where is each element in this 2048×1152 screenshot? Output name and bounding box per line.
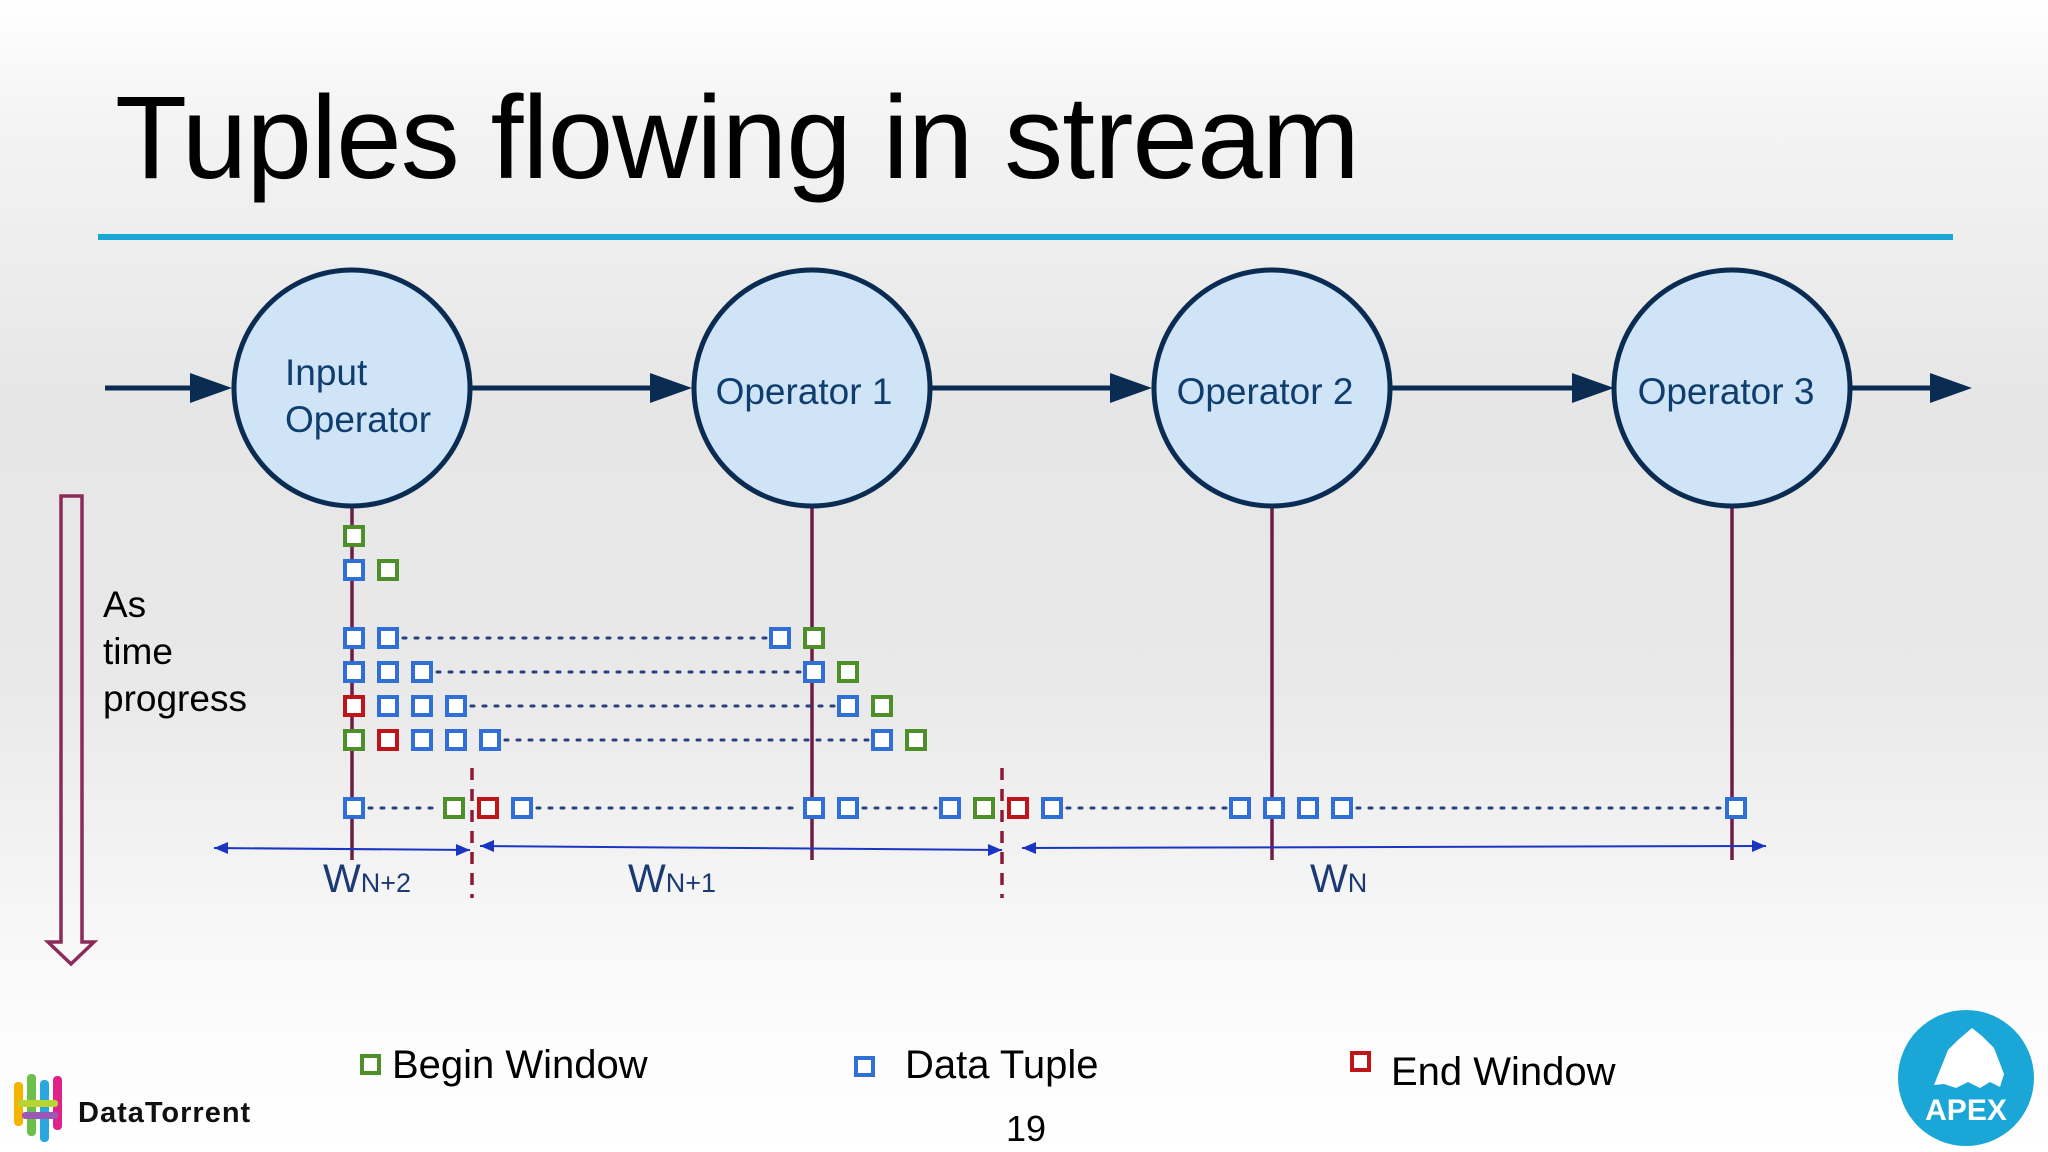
data-tuple	[1229, 797, 1251, 819]
data-tuple	[343, 797, 365, 819]
operator-node-1: Operator 1	[691, 267, 933, 509]
begin-window-tuple	[905, 729, 927, 751]
time-label-line3: progress	[103, 678, 247, 719]
stream-arrows	[105, 373, 1972, 403]
begin-window-tuple	[443, 797, 465, 819]
window-span-n1	[479, 840, 1003, 856]
legend: Begin Window Data Tuple End Window	[360, 1043, 1616, 1094]
begin-window-tuple	[343, 525, 365, 547]
data-tuple	[377, 695, 399, 717]
window-label-sub: N	[1348, 868, 1368, 898]
legend-data-label: Data Tuple	[905, 1043, 1098, 1087]
data-tuple	[1331, 797, 1353, 819]
window-label-n2: WN+2	[323, 857, 411, 901]
operator-node-3: Operator 3	[1611, 267, 1853, 509]
data-tuple	[939, 797, 961, 819]
stream-arrow-out	[1852, 373, 1972, 403]
data-tuple	[803, 661, 825, 683]
window-span-n2	[213, 842, 471, 856]
data-tuple	[343, 627, 365, 649]
apex-wordmark: APEX	[1925, 1094, 2007, 1127]
end-window-tuple	[343, 695, 365, 717]
page-number: 19	[1006, 1108, 1046, 1149]
stream-arrow-in	[105, 373, 232, 403]
window-span-n	[1021, 840, 1767, 854]
window-label-base: W	[323, 857, 361, 901]
slide-title: Tuples flowing in stream	[115, 72, 1360, 204]
window-label-n1: WN+1	[628, 857, 716, 901]
data-tuple	[343, 661, 365, 683]
mountain-icon	[1934, 1028, 2004, 1088]
data-tuple	[837, 797, 859, 819]
operator-label: Operator 2	[1177, 371, 1354, 412]
data-tuple	[479, 729, 501, 751]
legend-begin-label: Begin Window	[392, 1043, 648, 1087]
data-tuple	[1041, 797, 1063, 819]
begin-window-tuple	[803, 627, 825, 649]
end-window-tuple	[477, 797, 499, 819]
data-tuple	[343, 559, 365, 581]
begin-window-tuple	[377, 559, 399, 581]
data-tuple	[411, 661, 433, 683]
data-tuple	[803, 797, 825, 819]
operator-label-line2: Operator	[285, 399, 431, 440]
begin-window-tuple	[973, 797, 995, 819]
legend-end-label: End Window	[1391, 1050, 1616, 1094]
legend-begin-window: Begin Window	[360, 1043, 648, 1087]
operator-node-input: Input Operator	[231, 267, 473, 509]
data-tuple	[1725, 797, 1747, 819]
time-arrow	[43, 494, 99, 967]
time-label-line2: time	[103, 631, 173, 672]
data-tuple	[445, 729, 467, 751]
window-label-sub: N+1	[666, 868, 716, 898]
data-tuple	[511, 797, 533, 819]
data-tuple	[1297, 797, 1319, 819]
stream-arrow-1	[472, 373, 692, 403]
operator-label-line1: Input	[285, 352, 368, 393]
datatorrent-logo-icon	[14, 1074, 62, 1142]
operator-label: Operator 3	[1638, 371, 1815, 412]
operator-node-2: Operator 2	[1151, 267, 1393, 509]
data-tuple	[445, 695, 467, 717]
end-window-tuple	[1007, 797, 1029, 819]
stream-arrow-2	[932, 373, 1152, 403]
legend-data-tuple: Data Tuple	[854, 1043, 1098, 1087]
data-tuple	[871, 729, 893, 751]
data-tuple	[377, 661, 399, 683]
title-rule	[98, 234, 1953, 240]
datatorrent-wordmark: DataTorrent	[78, 1097, 251, 1129]
legend-end-window: End Window	[1350, 1050, 1616, 1094]
window-label-base: W	[628, 857, 666, 901]
window-label-base: W	[1310, 857, 1348, 901]
window-label-sub: N+2	[361, 868, 411, 898]
data-tuple	[411, 695, 433, 717]
data-tuple	[769, 627, 791, 649]
data-tuple	[411, 729, 433, 751]
data-tuple	[377, 627, 399, 649]
window-label-n: WN	[1310, 857, 1367, 901]
apex-logo: APEX	[1898, 1010, 2034, 1146]
operator-label: Operator 1	[716, 371, 893, 412]
data-tuple	[1263, 797, 1285, 819]
stream-arrow-3	[1392, 373, 1614, 403]
begin-window-tuple	[343, 729, 365, 751]
begin-window-tuple	[837, 661, 859, 683]
window-spans	[213, 840, 1767, 856]
window-boundaries	[470, 768, 1004, 898]
data-tuple	[837, 695, 859, 717]
tuple-layer	[343, 525, 1747, 819]
datatorrent-logo: DataTorrent	[14, 1074, 251, 1142]
end-window-tuple	[377, 729, 399, 751]
time-label-line1: As	[103, 584, 146, 625]
begin-window-tuple	[871, 695, 893, 717]
